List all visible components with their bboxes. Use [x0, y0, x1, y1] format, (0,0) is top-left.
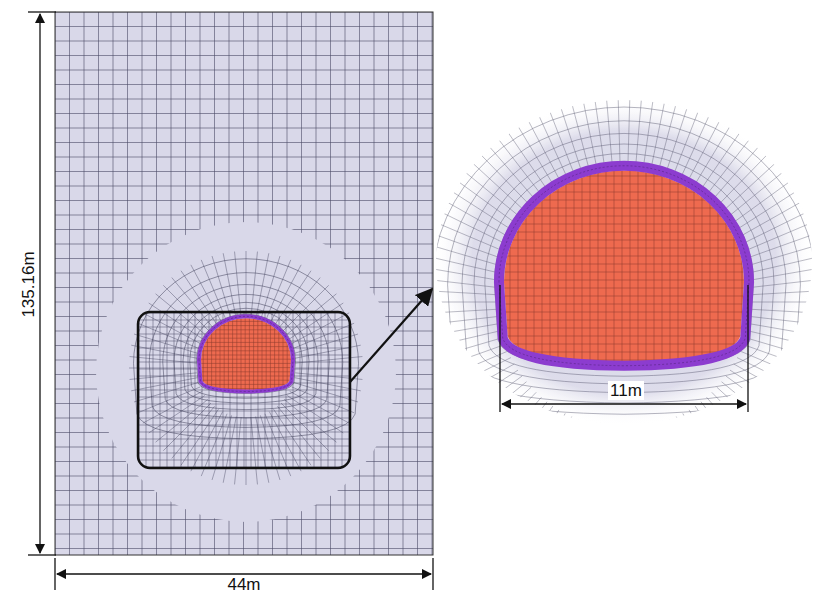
dimension-label: 135.16m [19, 249, 38, 319]
dimension-label: 11m [608, 381, 644, 400]
dimension-label: 44m [225, 575, 262, 593]
